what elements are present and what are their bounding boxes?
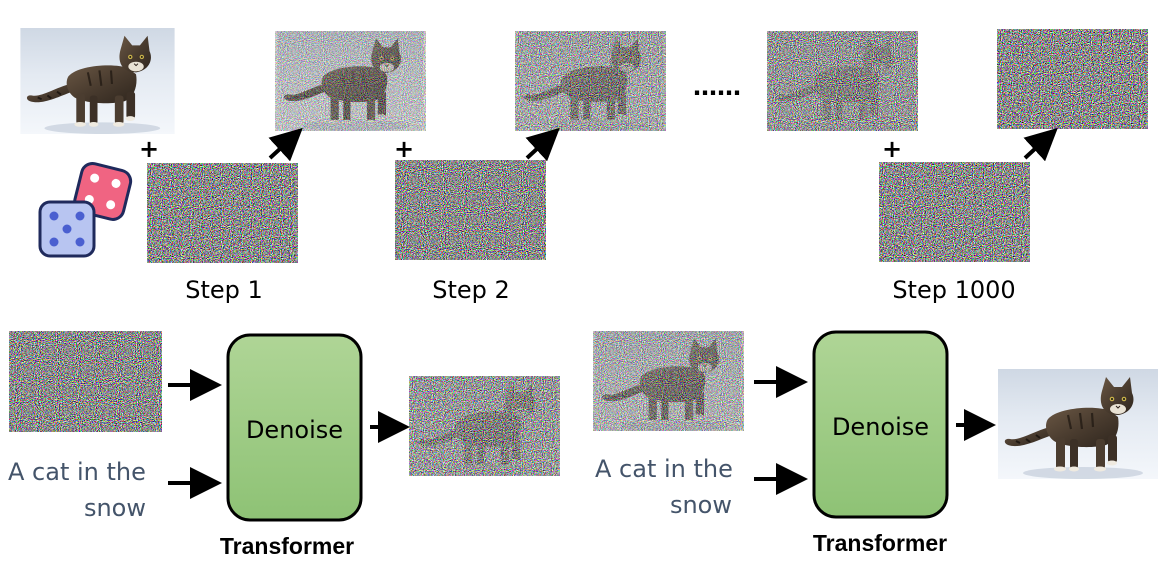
denoise-block: Denoise	[226, 333, 363, 522]
dice-icon	[38, 161, 133, 258]
noisy-cat-image	[767, 31, 918, 131]
plus-sign: +	[139, 135, 159, 163]
clean-cat-image	[19, 28, 176, 134]
ellipsis: ……	[693, 73, 741, 101]
step-label: Step 2	[432, 276, 510, 304]
noisy-cat-image	[593, 331, 744, 431]
denoise-label: Denoise	[246, 416, 343, 444]
noise-input-image	[9, 331, 162, 432]
transformer-caption: Transformer	[813, 530, 947, 556]
arrow-icon	[1023, 127, 1058, 162]
plus-sign: +	[882, 135, 902, 163]
plus-sign: +	[394, 135, 414, 163]
noise-sample-image	[147, 163, 298, 263]
noise-sample-image	[395, 160, 546, 260]
noisy-cat-image	[275, 31, 426, 131]
denoise-label: Denoise	[832, 413, 929, 441]
step-label: Step 1000	[892, 276, 1015, 304]
noisy-cat-image	[515, 31, 666, 131]
denoised-cat-image	[409, 376, 560, 476]
noise-image	[997, 29, 1148, 129]
text-prompt: snow	[84, 494, 146, 522]
step-label: Step 1	[185, 276, 263, 304]
arrow-icon	[268, 127, 303, 162]
text-prompt: A cat in the	[8, 458, 146, 486]
clean-cat-image	[998, 369, 1158, 479]
noise-sample-image	[879, 162, 1030, 262]
denoise-block: Denoise	[812, 330, 949, 519]
text-prompt: A cat in the	[595, 455, 733, 483]
arrow-icon	[525, 127, 560, 162]
transformer-caption: Transformer	[220, 533, 354, 559]
text-prompt: snow	[670, 491, 732, 519]
